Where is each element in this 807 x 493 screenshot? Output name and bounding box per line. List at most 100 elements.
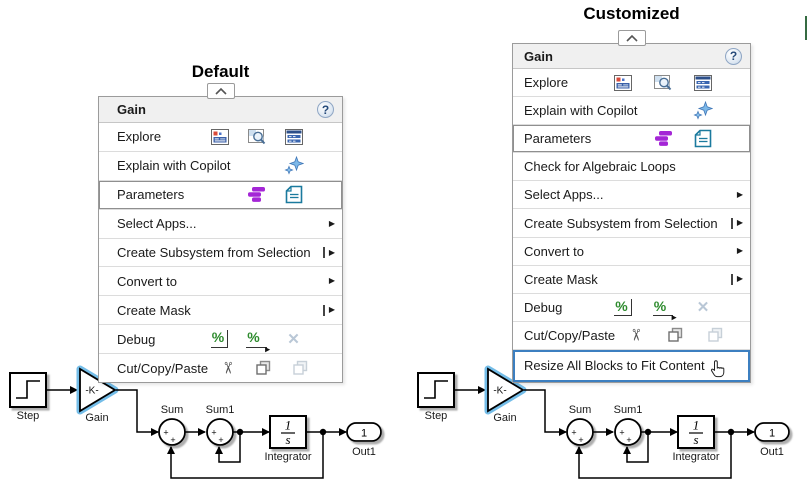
copilot-sparkle-icon[interactable] [683, 101, 723, 120]
submenu-split-bar [731, 217, 733, 229]
diagram-area-default: Step -K- Gain + + Sum + + Sum1 [0, 363, 405, 493]
debug-port-value-step-icon[interactable]: %▸ [246, 329, 270, 354]
gain-label: Gain [493, 412, 516, 424]
copilot-sparkle-icon[interactable] [275, 156, 312, 175]
menu-item-explore[interactable]: Explore [99, 123, 342, 151]
collapse-menu-button[interactable] [206, 83, 235, 99]
sum-label: Sum [161, 404, 184, 416]
feedback-line-outer[interactable] [575, 432, 732, 479]
collapse-menu-button[interactable] [617, 30, 646, 46]
cut-icon[interactable]: ✂ [218, 361, 236, 375]
paste-disabled-icon [695, 327, 735, 344]
menu-item-icons: % %▸ ✕ [603, 297, 723, 323]
sum1-block[interactable]: + + [614, 418, 642, 446]
menu-item-label: Explore [524, 75, 569, 91]
menu-item-resize-all-blocks-to-fit-content[interactable]: Resize All Blocks to Fit Content [513, 348, 750, 382]
integrator-block[interactable]: 1 s [269, 415, 307, 449]
menu-item-parameters[interactable]: Parameters [513, 124, 750, 153]
menu-item-icons [238, 185, 312, 204]
gain-block[interactable]: -K- [484, 365, 527, 415]
menu-item-label: Parameters [117, 187, 185, 203]
property-inspector-icon[interactable] [201, 128, 238, 146]
menu-item-create-subsystem-from-selection[interactable]: Create Subsystem from Selection▶ [513, 208, 750, 237]
debug-port-value-icon[interactable]: % [201, 330, 238, 348]
sum-plus-sign: + [170, 435, 175, 445]
debug-port-value-step-icon[interactable]: %▸ [652, 297, 677, 323]
menu-item-explain-with-copilot[interactable]: Explain with Copilot [99, 150, 342, 180]
menu-item-label: Create Mask [117, 302, 191, 318]
sum1-block[interactable]: + + [206, 418, 234, 446]
parameters-stack-icon[interactable] [643, 129, 683, 148]
menu-item-icons: ✂ [615, 327, 735, 344]
step-block[interactable] [417, 372, 455, 408]
step-block[interactable] [9, 372, 47, 408]
menu-item-icons [603, 74, 723, 92]
gain-block[interactable]: -K- [76, 365, 119, 415]
out1-block[interactable]: 1 [346, 422, 382, 442]
menu-item-label: Explain with Copilot [524, 103, 638, 119]
feedback-line-inner[interactable] [623, 432, 649, 463]
menu-item-debug[interactable]: Debug% %▸ ✕ [99, 324, 342, 354]
simulink-diagram-customized: Step -K- Gain + + Sum + + Sum1 [417, 365, 790, 479]
debug-clear-disabled-icon: ✕ [287, 330, 300, 348]
sum-plus-sign: + [571, 428, 576, 438]
submenu-split-bar [323, 304, 325, 316]
model-data-editor-icon[interactable] [683, 74, 723, 92]
feedback-line-outer[interactable] [167, 432, 324, 479]
submenu-indicator: ▶ [329, 210, 335, 238]
out1-block[interactable]: 1 [754, 422, 790, 442]
menu-item-parameters[interactable]: Parameters [99, 179, 342, 209]
menu-item-create-mask[interactable]: Create Mask▶ [513, 264, 750, 293]
sum-block[interactable]: + + [566, 418, 594, 446]
parameter-dialog-icon[interactable] [275, 185, 312, 204]
menu-item-label: Explain with Copilot [117, 158, 231, 174]
model-explorer-icon[interactable] [643, 74, 683, 92]
debug-port-value-icon[interactable]: % [603, 298, 643, 316]
cut-icon[interactable]: ✂ [627, 328, 645, 343]
signal-line[interactable] [116, 389, 159, 436]
model-data-editor-icon[interactable] [275, 128, 312, 146]
chevron-up-icon [625, 34, 638, 42]
help-icon[interactable]: ? [725, 47, 742, 65]
paste-disabled-icon [282, 360, 319, 377]
menu-item-create-subsystem-from-selection[interactable]: Create Subsystem from Selection▶ [99, 237, 342, 267]
menu-item-explore[interactable]: Explore [513, 69, 750, 97]
panel-title-customized: Customized [583, 4, 680, 23]
signal-line[interactable] [524, 389, 567, 436]
property-inspector-icon[interactable] [603, 74, 643, 92]
menu-item-label: Select Apps... [524, 187, 604, 203]
menu-item-select-apps[interactable]: Select Apps...▶ [513, 180, 750, 209]
sum-plus-sign: + [578, 435, 583, 445]
copy-icon[interactable] [655, 327, 695, 344]
feedback-line-inner[interactable] [215, 432, 241, 463]
sum-block[interactable]: + + [158, 418, 186, 446]
menu-header: Gain ? [99, 97, 342, 123]
menu-item-explain-with-copilot[interactable]: Explain with Copilot [513, 96, 750, 125]
copy-icon[interactable] [245, 360, 282, 377]
menu-item-check-for-algebraic-loops[interactable]: Check for Algebraic Loops [513, 152, 750, 181]
help-icon[interactable]: ? [317, 101, 334, 118]
parameters-stack-icon[interactable] [238, 185, 275, 204]
menu-item-create-mask[interactable]: Create Mask▶ [99, 295, 342, 325]
step-waveform-icon [16, 380, 40, 399]
integrator-block[interactable]: 1 s [677, 415, 715, 449]
menu-title: Gain [117, 102, 146, 117]
menu-item-debug[interactable]: Debug%%▸✕ [513, 292, 750, 323]
diagram-area-customized: Step -K- Gain + + Sum + + Sum1 [408, 363, 807, 493]
menu-item-convert-to[interactable]: Convert to▶ [513, 236, 750, 265]
parameter-dialog-icon[interactable] [683, 129, 723, 148]
menu-item-select-apps[interactable]: Select Apps...▶ [99, 208, 342, 238]
submenu-split-bar [323, 247, 325, 258]
sum1-plus-sign: + [619, 428, 624, 438]
menu-item-label: Debug [117, 331, 156, 347]
panel-title-default: Default [191, 62, 250, 81]
menu-item-convert-to[interactable]: Convert to▶ [99, 266, 342, 296]
submenu-indicator: ▶ [329, 267, 335, 295]
debug-clear-disabled-icon: ✕ [696, 298, 710, 316]
integrator-label: Integrator [264, 451, 311, 463]
menu-item-label: Create Subsystem from Selection [524, 215, 718, 231]
model-explorer-icon[interactable] [238, 128, 275, 146]
menu-item-cut-copy-paste[interactable]: Cut/Copy/Paste✂ [513, 320, 750, 349]
menu-item-cut-copy-paste[interactable]: Cut/Copy/Paste✂ [99, 353, 342, 383]
